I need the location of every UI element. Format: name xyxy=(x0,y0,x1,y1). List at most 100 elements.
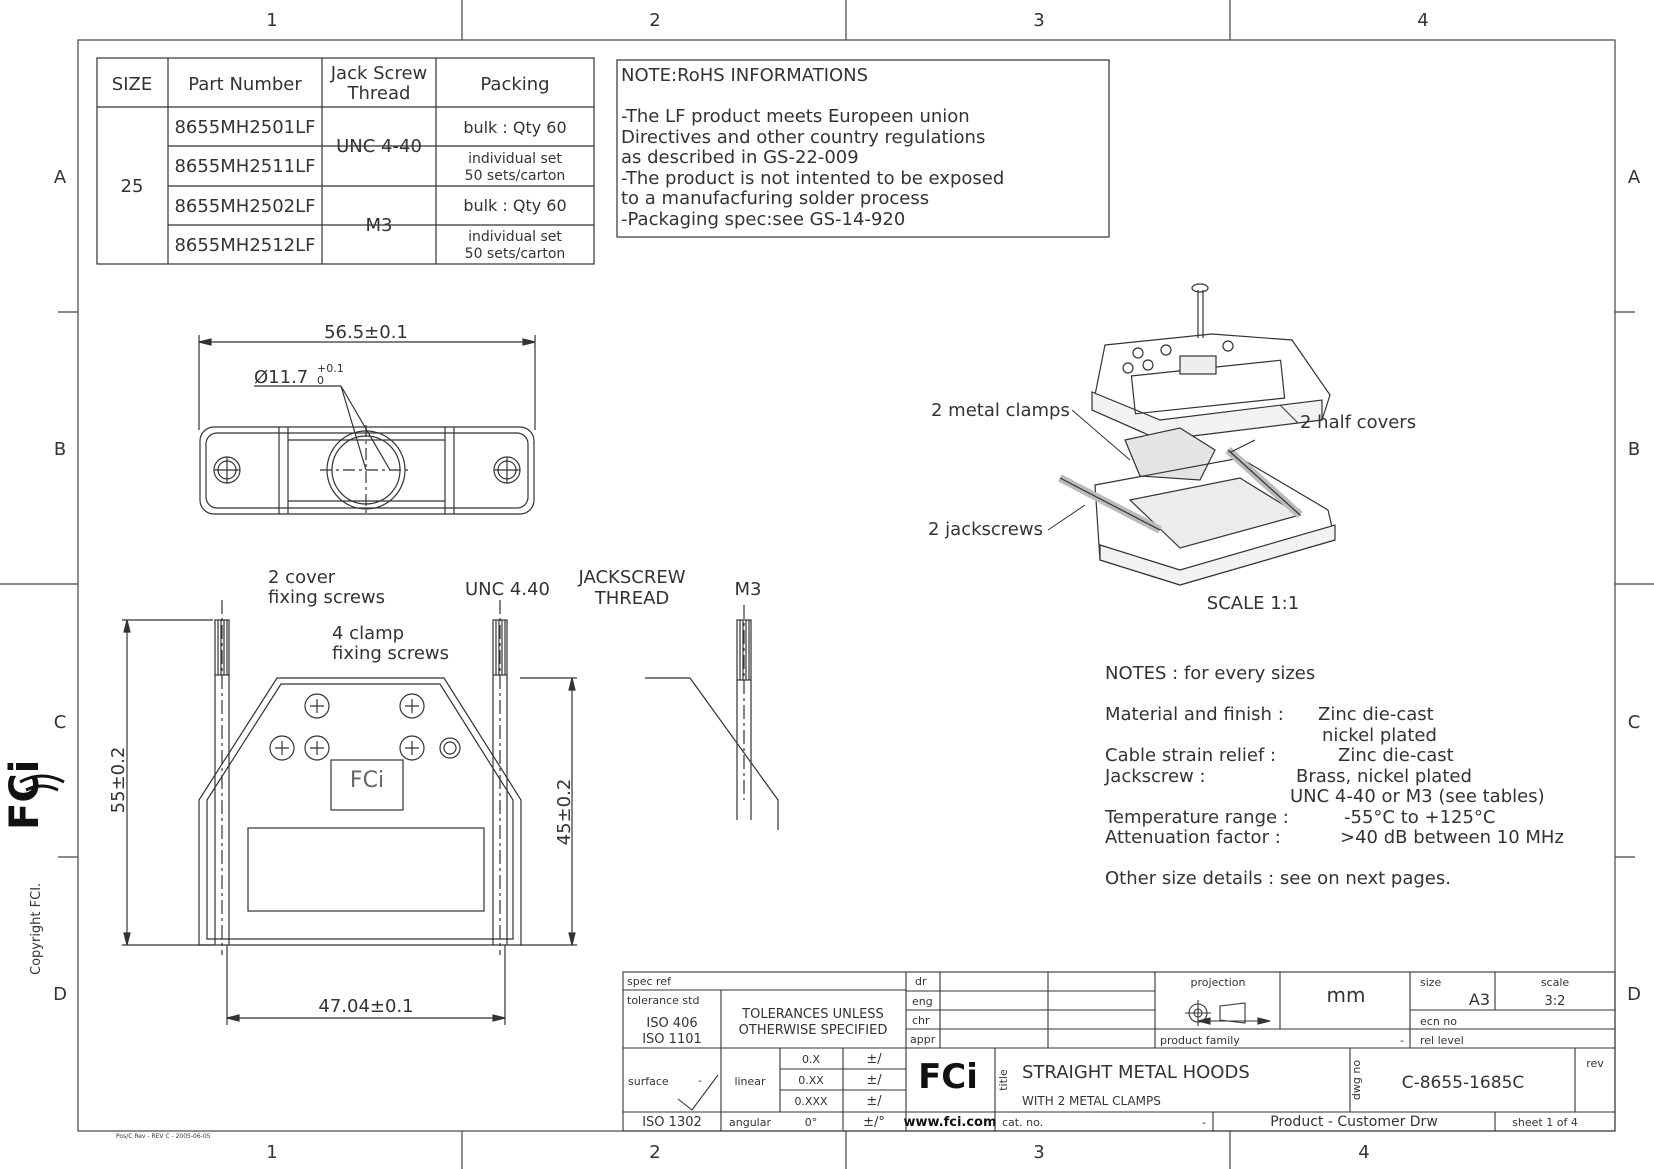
tb-eng: eng xyxy=(912,995,933,1008)
tb-scale-label: scale xyxy=(1541,976,1570,989)
zone-col-2-top: 2 xyxy=(649,10,660,31)
zone-col-2-bottom: 2 xyxy=(649,1142,660,1163)
parts-table: SIZE Part Number Jack Screw Thread Packi… xyxy=(96,57,595,265)
label-clamp-screws-2: fixing screws xyxy=(332,643,449,664)
tb-pm-3: ±/ xyxy=(866,1094,882,1109)
rohs-line-1: -The LF product meets Europeen union xyxy=(621,106,970,127)
tb-logo: FCi xyxy=(918,1057,978,1097)
rohs-line-6: -Packaging spec:see GS-14-920 xyxy=(621,209,905,230)
label-jackscrew-2: THREAD xyxy=(594,588,670,609)
zone-row-a-right: A xyxy=(1628,167,1641,188)
general-notes: NOTES : for every sizes Material and fin… xyxy=(1104,663,1564,889)
zone-row-b-right: B xyxy=(1628,439,1640,460)
tb-title-label: title xyxy=(997,1069,1010,1091)
label-cover-screws-1: 2 cover xyxy=(268,567,336,588)
tb-pf-val: - xyxy=(1400,1034,1404,1047)
iso-view-labels: 2 metal clamps 2 half covers 2 jackscrew… xyxy=(928,400,1416,614)
table-header-thread-1: Jack Screw xyxy=(330,63,428,84)
label-unc: UNC 4.40 xyxy=(465,579,550,600)
zone-col-3-top: 3 xyxy=(1033,10,1044,31)
tb-ang: 0° xyxy=(805,1116,818,1129)
notes-label-atten: Attenuation factor : xyxy=(1105,827,1281,848)
rohs-line-3: as described in GS-22-009 xyxy=(621,147,859,168)
copyright-text: Copyright FCI. xyxy=(29,883,44,975)
dim-bottom: 47.04±0.1 xyxy=(318,996,413,1017)
tb-dr: dr xyxy=(915,975,927,988)
label-clamp-screws-1: 4 clamp xyxy=(332,623,404,644)
notes-value-atten: >40 dB between 10 MHz xyxy=(1340,827,1564,848)
tb-tol-note-1: TOLERANCES UNLESS xyxy=(741,1007,884,1022)
table-thread-unc: UNC 4-40 xyxy=(336,136,422,157)
tb-title-2: WITH 2 METAL CLAMPS xyxy=(1022,1094,1161,1108)
tb-cat: cat. no. xyxy=(1002,1116,1043,1129)
table-part-2: 8655MH2511LF xyxy=(174,156,315,177)
tb-size-val: A3 xyxy=(1469,990,1490,1009)
table-size-value: 25 xyxy=(121,176,144,197)
label-half-covers: 2 half covers xyxy=(1300,412,1416,433)
tb-lin-xxx: 0.XXX xyxy=(794,1095,828,1108)
rohs-line-2: Directives and other country regulations xyxy=(621,127,985,148)
tb-pm-2: ±/ xyxy=(866,1073,882,1088)
zone-col-4-bottom: 4 xyxy=(1358,1142,1369,1163)
notes-label-material: Material and finish : xyxy=(1105,704,1284,725)
tb-linear: linear xyxy=(734,1075,766,1088)
rohs-title: NOTE:RoHS INFORMATIONS xyxy=(621,65,868,86)
zone-col-4-top: 4 xyxy=(1417,10,1428,31)
table-packing-ind-2b: 50 sets/carton xyxy=(465,246,566,262)
tb-title-1: STRAIGHT METAL HOODS xyxy=(1022,1062,1250,1083)
front-view-drawing xyxy=(122,600,779,1025)
tb-angular: angular xyxy=(729,1116,771,1129)
table-thread-m3: M3 xyxy=(366,215,393,236)
tb-lin-x: 0.X xyxy=(802,1053,820,1066)
dim-height-inner: 45±0.2 xyxy=(554,779,575,846)
tb-pm-4: ±/° xyxy=(863,1115,885,1130)
notes-value-material: Zinc die-cast xyxy=(1318,704,1434,725)
tb-product-family: product family xyxy=(1160,1034,1240,1047)
table-header-thread-2: Thread xyxy=(347,83,411,104)
front-logo: FCi xyxy=(350,768,384,793)
notes-footer: Other size details : see on next pages. xyxy=(1105,868,1451,889)
tb-iso406: ISO 406 xyxy=(646,1016,697,1031)
notes-value-strain: Zinc die-cast xyxy=(1338,745,1454,766)
dim-height: 55±0.2 xyxy=(108,747,129,814)
zone-row-c-right: C xyxy=(1628,712,1641,733)
zone-labels: 1 2 3 4 1 2 3 4 A B C D A B C D xyxy=(53,10,1641,1163)
tb-cat-val: - xyxy=(1202,1116,1206,1129)
tb-spec-ref: spec ref xyxy=(627,975,672,988)
notes-label-temp: Temperature range : xyxy=(1104,807,1289,828)
zone-row-d-right: D xyxy=(1627,984,1641,1005)
iso-scale: SCALE 1:1 xyxy=(1207,593,1299,614)
table-packing-ind-1b: 50 sets/carton xyxy=(465,168,566,184)
table-packing-bulk-1: bulk : Qty 60 xyxy=(463,118,566,137)
dim-hole-tol-upper: +0.1 xyxy=(317,362,344,375)
label-cover-screws-2: fixing screws xyxy=(268,587,385,608)
tb-rev: rev xyxy=(1586,1057,1604,1070)
table-part-4: 8655MH2512LF xyxy=(174,235,315,256)
label-jackscrews: 2 jackscrews xyxy=(928,519,1043,540)
rohs-line-4: -The product is not intented to be expos… xyxy=(621,168,1004,189)
notes-value-nickel: nickel plated xyxy=(1322,725,1437,746)
zone-row-d-left: D xyxy=(53,984,67,1005)
zone-row-a-left: A xyxy=(54,167,67,188)
tb-drw-type: Product - Customer Drw xyxy=(1270,1114,1438,1130)
tb-lin-xx: 0.XX xyxy=(798,1074,824,1087)
top-view-drawing xyxy=(198,335,536,515)
tb-website: www.fci.com xyxy=(903,1115,996,1130)
table-header-size: SIZE xyxy=(112,74,152,95)
notes-value-jackscrew: Brass, nickel plated xyxy=(1296,766,1472,787)
tb-rel-level: rel level xyxy=(1420,1034,1464,1047)
notes-title: NOTES : for every sizes xyxy=(1105,663,1315,684)
table-packing-ind-1a: individual set xyxy=(468,151,562,167)
tb-scale-val: 3:2 xyxy=(1545,994,1566,1009)
front-view-labels: 2 cover fixing screws 4 clamp fixing scr… xyxy=(108,567,761,1017)
tb-pm-1: ±/ xyxy=(866,1052,882,1067)
fci-side-logo: FCi xyxy=(2,760,65,830)
notes-label-jackscrew: Jackscrew : xyxy=(1104,766,1206,787)
tb-sheet: sheet 1 of 4 xyxy=(1512,1116,1578,1129)
notes-value-thread: UNC 4-40 or M3 (see tables) xyxy=(1290,786,1545,807)
top-view-dimensions: 56.5±0.1 Ø11.7 +0.1 0 xyxy=(254,322,408,388)
label-m3: M3 xyxy=(735,579,762,600)
tb-surface-val: - xyxy=(698,1074,702,1087)
table-part-3: 8655MH2502LF xyxy=(174,196,315,217)
